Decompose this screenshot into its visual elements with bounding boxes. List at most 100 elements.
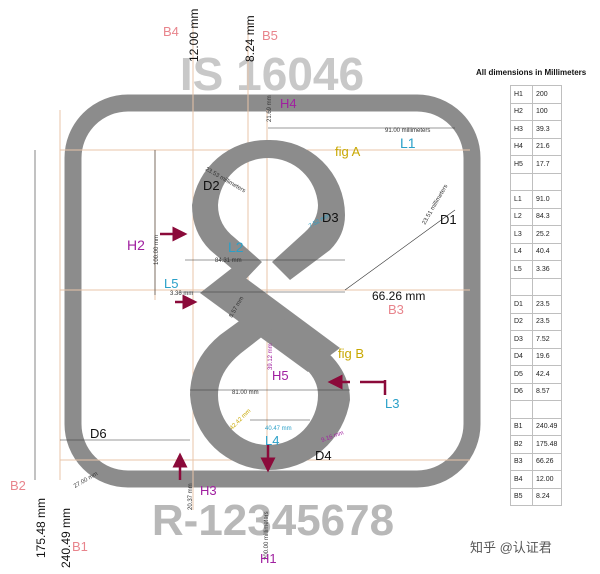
table-value: 8.57: [532, 382, 562, 401]
label-l3: L3: [385, 396, 399, 411]
outer-frame: [64, 94, 481, 488]
table-value: 17.7: [532, 155, 562, 174]
table-key: D1: [510, 295, 533, 314]
dim-h1-value: 200.00 millimeters: [264, 511, 270, 560]
label-b4: B4: [163, 24, 179, 39]
dim-b2-value: 175.48 mm: [34, 498, 48, 558]
table-key: D4: [510, 347, 533, 366]
label-h3: H3: [200, 483, 217, 498]
table-key: B5: [510, 487, 533, 506]
table-key: H2: [510, 102, 533, 121]
dim-corner-value: 27.00 mm: [73, 471, 99, 490]
label-b1: B1: [72, 539, 88, 554]
label-d4: D4: [315, 448, 332, 463]
table-value: 23.5: [532, 312, 562, 331]
dim-l1-value: 91.00 millimeters: [385, 128, 430, 134]
dim-b1-value: 240.49 mm: [59, 508, 73, 568]
table-value: 200: [532, 85, 562, 104]
label-d3: D3: [322, 210, 339, 225]
table-key: L1: [510, 190, 533, 209]
lower-hook-shape: [190, 300, 350, 471]
table-value: 19.6: [532, 347, 562, 366]
label-figA: fig A: [335, 144, 361, 159]
label-d1: D1: [440, 212, 457, 227]
label-h5: H5: [272, 368, 289, 383]
label-figB: fig B: [338, 346, 364, 361]
table-value: 7.52: [532, 330, 562, 349]
dim-l5-value: 3.36 mm: [170, 291, 193, 297]
table-value: 3.36: [532, 260, 562, 279]
dim-l4-value: 40.47 mm: [265, 426, 292, 432]
label-d5: D5: [222, 402, 239, 417]
table-key: L4: [510, 242, 533, 261]
table-key: D6: [510, 382, 533, 401]
table-key: D3: [510, 330, 533, 349]
dim-h5-value: 39.12 mm: [268, 343, 274, 370]
table-key: H5: [510, 155, 533, 174]
table-value: 39.3: [532, 120, 562, 139]
table-value: 23.5: [532, 295, 562, 314]
label-l2: L2: [228, 239, 244, 255]
table-key: L3: [510, 225, 533, 244]
label-h1: H1: [260, 551, 277, 566]
upper-hook-shape: [192, 139, 345, 280]
table-key: B1: [510, 417, 533, 436]
callout-arrows: [160, 226, 387, 480]
table-key: D2: [510, 312, 533, 331]
table-key: L5: [510, 260, 533, 279]
table-value: 66.26: [532, 452, 562, 471]
table-value: 12.00: [532, 470, 562, 489]
table-key: L2: [510, 207, 533, 226]
label-b5: B5: [262, 28, 278, 43]
table-value: 42.4: [532, 365, 562, 384]
table-spacer-row: [510, 277, 562, 296]
table-value: 91.0: [532, 190, 562, 209]
standard-title: IS 16046: [180, 48, 364, 100]
table-key: H4: [510, 137, 533, 156]
dim-l3-value: 81.00 mm: [232, 390, 259, 396]
label-b2: B2: [10, 478, 26, 493]
registration-number: R-12345678: [152, 496, 394, 545]
dim-b5-value: 8.24 mm: [243, 15, 257, 62]
table-value: 84.3: [532, 207, 562, 226]
dim-h2-value: 100.00 mm: [154, 235, 160, 265]
table-key: B4: [510, 470, 533, 489]
label-l1: L1: [400, 135, 416, 151]
table-key: D5: [510, 365, 533, 384]
dim-l2-value: 84.31 mm: [215, 258, 242, 264]
table-title: All dimensions in Millimeters: [476, 68, 587, 77]
table-value: 100: [532, 102, 562, 121]
table-value: 175.48: [532, 435, 562, 454]
label-l5: L5: [164, 276, 178, 291]
table-key: H1: [510, 85, 533, 104]
dim-b4-value: 12.00 mm: [187, 9, 201, 62]
table-value: 8.24: [532, 487, 562, 506]
table-key: B3: [510, 452, 533, 471]
dim-h4-value: 21.69 mm: [267, 95, 273, 122]
table-value: 25.2: [532, 225, 562, 244]
dim-b3-value: 66.26 mm: [372, 289, 425, 303]
label-l4: L4: [265, 433, 279, 448]
table-value: 40.4: [532, 242, 562, 261]
label-b3: B3: [388, 302, 404, 317]
watermark: 知乎 @认证君: [470, 540, 552, 555]
label-h4: H4: [280, 96, 297, 111]
table-spacer-row: [510, 400, 562, 419]
